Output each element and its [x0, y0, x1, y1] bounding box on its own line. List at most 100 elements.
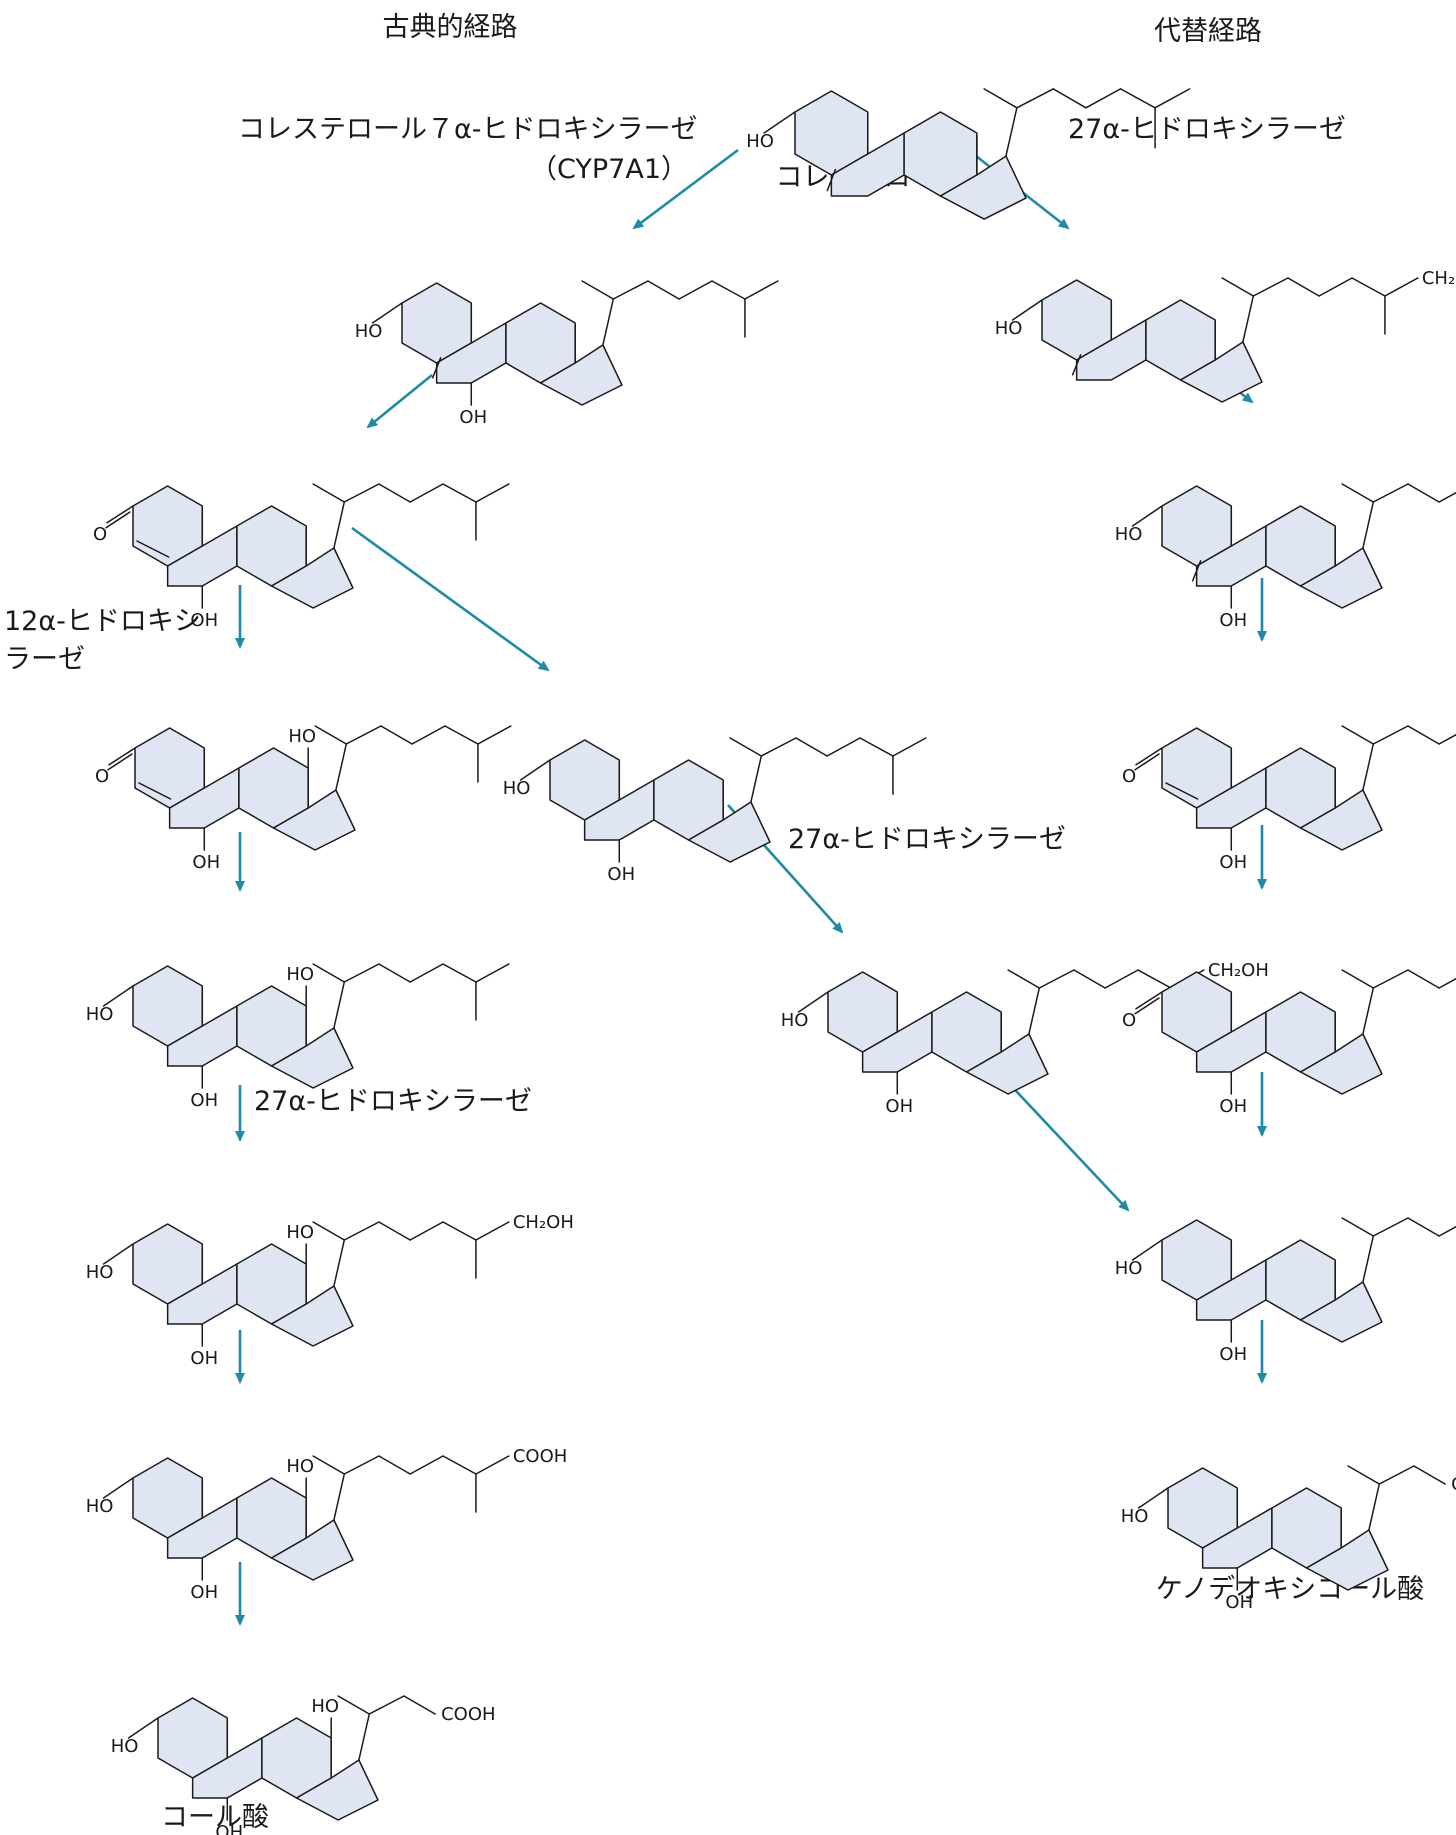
steroid-ring-D: [1299, 1033, 1383, 1095]
side-chain-bond: [602, 298, 615, 346]
ho-label: HO: [286, 1456, 314, 1477]
side-chain-bond: [358, 1713, 371, 1761]
steroid-ring-D: [965, 1033, 1049, 1095]
enzyme-label-27a-top: 27α-ヒドロキシラーゼ: [1068, 114, 1346, 145]
enzyme-label-cyp7a1-abbr: （CYP7A1）: [530, 154, 688, 185]
side-chain-bond: [333, 1473, 346, 1521]
side-chain-bond: [378, 483, 411, 503]
side-chain-bond: [378, 1455, 411, 1475]
methyl-c21: [312, 1221, 346, 1241]
side-chain-bond: [1085, 88, 1122, 109]
oh-label: OH: [1225, 1592, 1253, 1613]
side-chain-bond: [333, 981, 346, 1029]
side-chain-bond: [1052, 88, 1087, 109]
side-chain-bond: [1028, 987, 1041, 1035]
oxo-label: O: [1122, 1010, 1136, 1031]
enzyme-label-12a-line1: 12α-ヒドロキシ: [4, 606, 201, 637]
side-chain-bond: [1362, 1235, 1375, 1283]
cooh-label: COOH: [441, 1704, 495, 1725]
methyl-c21: [1341, 1217, 1375, 1237]
side-chain-bond: [442, 1221, 477, 1241]
classic-pathway-header: 古典的経路: [383, 12, 518, 43]
methyl-c26: [1154, 88, 1191, 109]
side-chain-bond: [411, 725, 446, 745]
compound-label-cholic-acid: コール酸: [161, 1802, 269, 1833]
steroid-ring-D: [270, 1285, 354, 1347]
mol-7a-hydroxy-4-en-3-one: OOH: [93, 483, 510, 631]
side-chain-bond: [1407, 1217, 1440, 1237]
ho-label: HO: [86, 1496, 114, 1517]
arrow-cholesterol-to-7a: [632, 148, 739, 230]
side-chain-bond: [1384, 277, 1419, 297]
side-chain-bond: [1372, 725, 1409, 745]
side-chain-bond: [647, 280, 680, 300]
methyl-c21: [729, 737, 763, 757]
enzyme-label-12a-line2: ラーゼ: [4, 644, 85, 675]
ho-label: HO: [111, 1736, 139, 1757]
side-chain-bond: [475, 1221, 510, 1241]
side-chain-bond: [403, 1695, 436, 1715]
oh-label: OH: [459, 407, 487, 428]
side-chain-bond: [343, 1455, 380, 1475]
side-chain-bond: [1438, 1225, 1456, 1237]
ho-label: HO: [1115, 1258, 1143, 1279]
steroid-ring-D: [270, 547, 354, 609]
side-chain-bond: [750, 755, 763, 803]
side-chain-bond: [1252, 277, 1289, 297]
steroid-ring-D: [539, 344, 623, 406]
double-bond-c5-c6: [1071, 354, 1082, 376]
methyl-c21: [983, 88, 1018, 109]
enzyme-label-cyp7a1: コレステロール７α-ヒドロキシラーゼ: [238, 114, 698, 145]
side-chain-bond: [409, 963, 444, 983]
oxo-label: O: [1122, 766, 1136, 787]
side-chain-bond: [368, 1695, 405, 1715]
steroid-ring-D: [295, 1759, 379, 1821]
steroid-ring-D: [1299, 789, 1383, 851]
side-chain-bond: [343, 963, 380, 983]
methyl-c26: [744, 280, 779, 300]
oh-label: OH: [190, 610, 218, 631]
side-chain-bond: [1438, 733, 1456, 745]
oh-label: OH: [215, 1822, 243, 1835]
methyl-c26: [475, 963, 510, 983]
methyl-c21: [337, 1695, 371, 1715]
side-chain-bond: [1137, 969, 1172, 989]
oh-label: OH: [1219, 1096, 1247, 1117]
steroid-ring-D: [1299, 1281, 1383, 1343]
side-chain-bond: [1362, 987, 1375, 1035]
side-chain-bond: [442, 1455, 477, 1475]
ho-label: HO: [995, 318, 1023, 339]
side-chain-bond: [333, 1239, 346, 1287]
double-bond-c4-c5: [136, 540, 170, 558]
side-chain-bond: [1362, 501, 1375, 549]
side-chain-bond: [1119, 88, 1156, 109]
side-chain-bond: [409, 483, 444, 503]
side-chain-bond: [826, 737, 861, 757]
ho-label: HO: [746, 131, 774, 152]
steroid-ring-D: [1305, 1529, 1389, 1591]
side-chain-bond: [1407, 483, 1440, 503]
ho-label: HO: [503, 778, 531, 799]
hydroxyl-bond: [371, 302, 403, 324]
side-chain-bond: [442, 483, 477, 503]
side-chain-bond: [1287, 277, 1320, 297]
oh-label: OH: [190, 1582, 218, 1603]
oxo-bond: [1134, 997, 1160, 1015]
side-chain-bond: [343, 1221, 380, 1241]
ho-label: HO: [1121, 1506, 1149, 1527]
oh-label: OH: [885, 1096, 913, 1117]
side-chain-bond: [1242, 295, 1255, 343]
double-bond-c5-c6: [826, 168, 837, 192]
side-chain-bond: [678, 280, 713, 300]
mol-alt-oxo-acid: COOHOOH: [1122, 969, 1456, 1117]
side-chain-bond: [409, 1221, 444, 1241]
cooh-label: COOH: [1451, 1474, 1456, 1495]
side-chain-bond: [1378, 1465, 1415, 1485]
side-chain-bond: [795, 737, 828, 757]
hydroxyl-bond: [1011, 299, 1043, 321]
side-chain-bond: [1372, 1217, 1409, 1237]
